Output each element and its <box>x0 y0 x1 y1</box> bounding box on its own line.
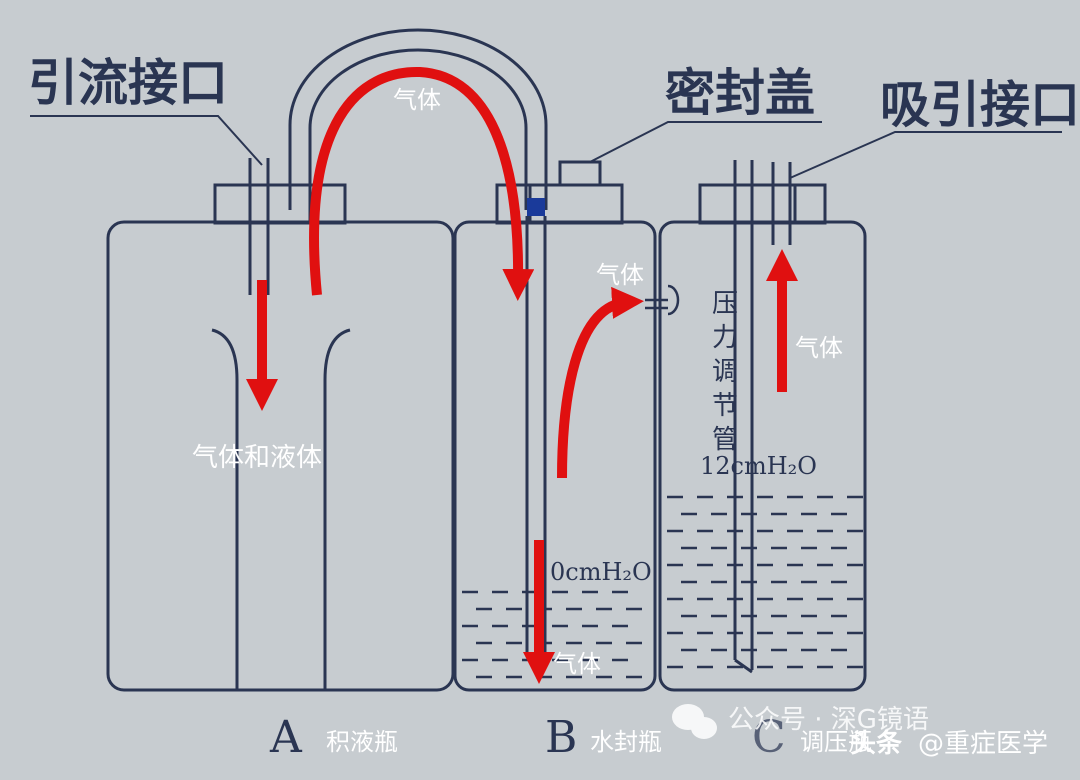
bottle-c-name: 调压瓶 <box>800 728 872 756</box>
bottle-b <box>453 220 657 692</box>
pressure-tube-label-3: 调 <box>712 357 738 387</box>
pressure-regulating-tube <box>733 160 754 674</box>
bottle-b-letter: B <box>545 712 577 763</box>
pressure-tube-label-1: 压 <box>712 289 738 319</box>
pressure-tube-label-2: 力 <box>712 323 738 353</box>
watermark-left-text: 公众号 · 深G镜语 <box>728 705 929 735</box>
gas-label-c: 气体 <box>795 334 843 362</box>
tube-joint <box>527 198 545 216</box>
drain-port-tube <box>248 158 270 295</box>
bottle-a-interior <box>211 328 351 690</box>
watermark-right: 头条 @重症医学 <box>850 729 1048 759</box>
gas-label-b-bottom: 气体 <box>553 650 601 678</box>
watermark-right-handle: @重症医学 <box>918 729 1048 759</box>
bottle-a-name: 积液瓶 <box>326 728 398 756</box>
gas-label-b-out: 气体 <box>596 261 644 289</box>
level-b-label: 0cmH₂O <box>550 558 652 586</box>
arrow-up-bottle-b <box>557 286 644 479</box>
bottle-b-name: 水封瓶 <box>590 728 662 756</box>
pressure-tube-label-5: 管 <box>712 425 738 455</box>
leader-lines <box>30 115 1062 179</box>
suction-port-tube <box>771 162 792 245</box>
pressure-tube-label-4: 节 <box>712 391 738 421</box>
connecting-tube <box>288 28 548 210</box>
gas-label-top: 气体 <box>393 86 441 114</box>
seal-cap-label: 密封盖 <box>665 64 815 122</box>
drain-port-label: 引流接口 <box>28 54 228 112</box>
wechat-icon <box>672 704 717 739</box>
gas-and-liquid-label: 气体和液体 <box>192 443 322 473</box>
water-level-bottle-c <box>667 495 863 669</box>
level-c-label: 12cmH₂O <box>700 452 817 480</box>
watermark-right-prefix: 头条 <box>850 729 903 759</box>
arrow-over-tube <box>309 66 535 301</box>
flow-arrows <box>245 66 799 685</box>
watermark-left: 公众号 · 深G镜语 <box>672 704 929 739</box>
bottle-c-letter: C <box>752 712 786 763</box>
water-level-bottle-b <box>462 590 642 679</box>
bottle-a-letter: A <box>269 712 303 763</box>
bottle-b-outlet <box>645 284 680 316</box>
suction-port-label: 吸引接口 <box>880 76 1080 134</box>
